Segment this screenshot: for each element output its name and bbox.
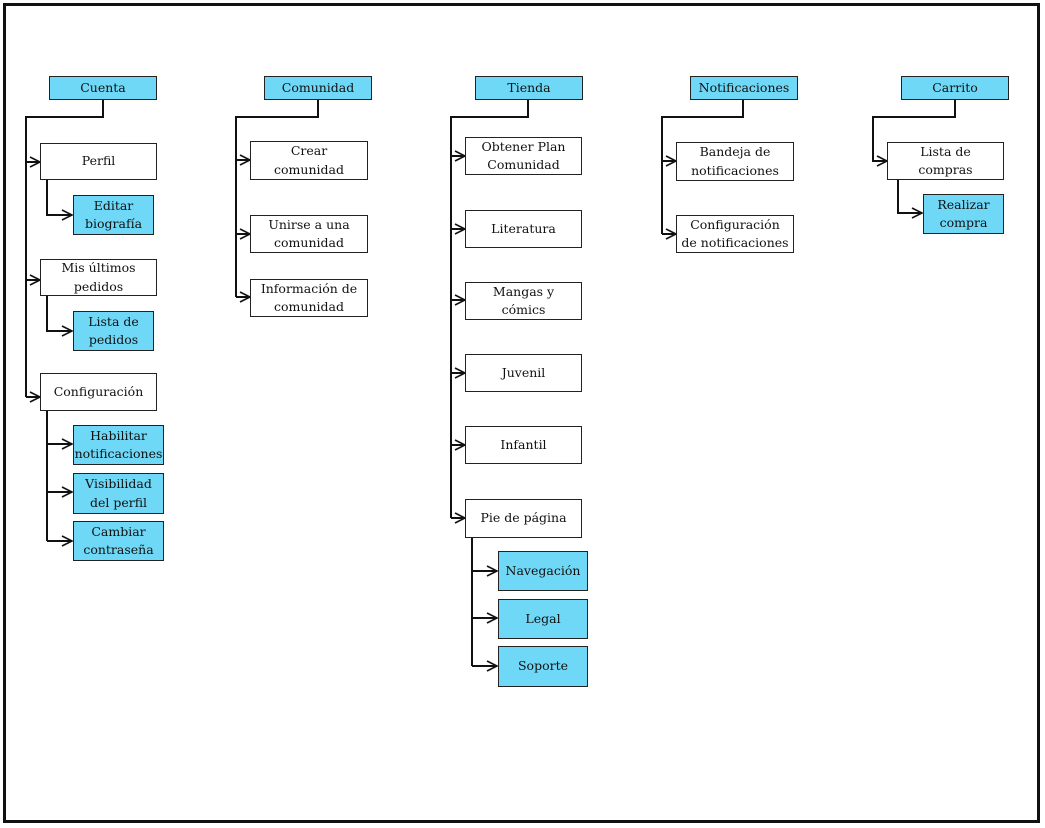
node-habilitar-notificaciones: Habilitar notificaciones bbox=[73, 425, 164, 465]
node-realizar-compra: Realizar compra bbox=[923, 194, 1004, 234]
node-cambiar-contrasena-label: Cambiar contraseña bbox=[83, 523, 154, 557]
node-literatura-label: Literatura bbox=[491, 220, 556, 236]
node-configuracion: Configuración bbox=[40, 373, 157, 411]
node-realizar-compra-label: Realizar compra bbox=[937, 196, 990, 230]
node-mangas-label: Mangas y cómics bbox=[492, 283, 555, 317]
node-carrito: Carrito bbox=[901, 76, 1009, 100]
node-bandeja-notificaciones: Bandeja de notificaciones bbox=[676, 142, 794, 181]
node-crear-comunidad-label: Crear comunidad bbox=[274, 143, 344, 177]
node-notificaciones-label: Notificaciones bbox=[698, 79, 790, 95]
node-habilitar-notificaciones-label: Habilitar notificaciones bbox=[74, 427, 163, 461]
node-lista-compras: Lista de compras bbox=[887, 142, 1004, 180]
node-lista-pedidos-label: Lista de pedidos bbox=[88, 313, 139, 347]
node-soporte-label: Soporte bbox=[517, 658, 568, 674]
node-bandeja-notificaciones-label: Bandeja de notificaciones bbox=[691, 144, 779, 178]
node-tienda: Tienda bbox=[475, 76, 583, 100]
node-crear-comunidad: Crear comunidad bbox=[250, 141, 368, 180]
node-cambiar-contrasena: Cambiar contraseña bbox=[73, 521, 164, 561]
node-perfil-label: Perfil bbox=[81, 153, 116, 169]
node-unirse-comunidad-label: Unirse a una comunidad bbox=[268, 216, 350, 250]
node-pie-pagina: Pie de página bbox=[465, 499, 582, 538]
node-literatura: Literatura bbox=[465, 210, 582, 248]
node-informacion-comunidad-label: Información de comunidad bbox=[260, 280, 358, 314]
node-ultimos-pedidos-label: Mis últimos pedidos bbox=[61, 260, 136, 294]
node-informacion-comunidad: Información de comunidad bbox=[250, 279, 368, 317]
node-navegacion-label: Navegación bbox=[505, 562, 581, 578]
node-ultimos-pedidos: Mis últimos pedidos bbox=[40, 259, 157, 296]
node-obtener-plan: Obtener Plan Comunidad bbox=[465, 137, 582, 175]
node-navegacion: Navegación bbox=[498, 551, 588, 591]
diagram-frame bbox=[3, 3, 1040, 823]
node-infantil-label: Infantil bbox=[500, 436, 547, 452]
node-editar-biografia: Editar biografía bbox=[73, 195, 154, 235]
node-configuracion-notificaciones-label: Configuración de notificaciones bbox=[681, 216, 789, 250]
node-editar-biografia-label: Editar biografía bbox=[84, 197, 143, 231]
node-lista-compras-label: Lista de compras bbox=[918, 143, 973, 177]
node-configuracion-label: Configuración bbox=[53, 383, 144, 399]
node-legal: Legal bbox=[498, 599, 588, 639]
node-configuracion-notificaciones: Configuración de notificaciones bbox=[676, 215, 794, 253]
node-perfil: Perfil bbox=[40, 143, 157, 180]
node-pie-pagina-label: Pie de página bbox=[480, 510, 567, 526]
node-legal-label: Legal bbox=[525, 610, 561, 626]
node-soporte: Soporte bbox=[498, 646, 588, 687]
node-comunidad-label: Comunidad bbox=[281, 79, 355, 95]
node-unirse-comunidad: Unirse a una comunidad bbox=[250, 215, 368, 253]
node-mangas: Mangas y cómics bbox=[465, 282, 582, 320]
node-obtener-plan-label: Obtener Plan Comunidad bbox=[481, 138, 566, 172]
node-lista-pedidos: Lista de pedidos bbox=[73, 311, 154, 351]
node-notificaciones: Notificaciones bbox=[690, 76, 798, 100]
node-visibilidad-perfil: Visibilidad del perfil bbox=[73, 473, 164, 514]
node-juvenil-label: Juvenil bbox=[501, 364, 546, 380]
node-infantil: Infantil bbox=[465, 426, 582, 464]
node-juvenil: Juvenil bbox=[465, 354, 582, 392]
node-visibilidad-perfil-label: Visibilidad del perfil bbox=[85, 476, 152, 510]
node-comunidad: Comunidad bbox=[264, 76, 372, 100]
node-carrito-label: Carrito bbox=[932, 79, 978, 95]
node-tienda-label: Tienda bbox=[507, 79, 551, 95]
node-cuenta: Cuenta bbox=[49, 76, 157, 100]
node-cuenta-label: Cuenta bbox=[80, 79, 126, 95]
